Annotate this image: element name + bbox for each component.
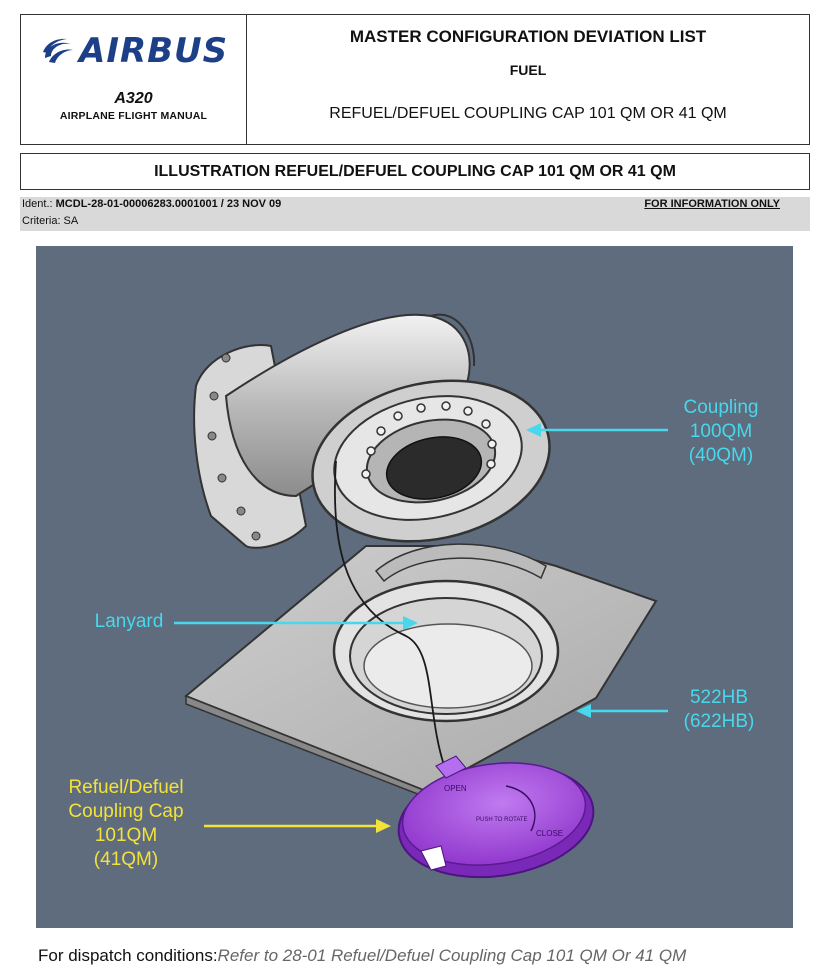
coupling-label-line-1: Coupling (683, 397, 759, 418)
cap-label-line-4: (41QM) (93, 849, 159, 870)
cap-label-line-3: 101QM (94, 825, 158, 846)
cap-label-line-1: Refuel/Defuel (68, 777, 184, 798)
ident-label: Ident.: (22, 198, 53, 210)
criteria: Criteria: SA (22, 215, 79, 227)
cap-arrow (204, 819, 391, 833)
aircraft-model: A320 (114, 90, 153, 107)
lanyard-wire (333, 460, 447, 772)
chapter-title: FUEL (509, 62, 547, 78)
logo-cell: AIRBUS A320 AIRPLANE FLIGHT MANUAL (21, 15, 247, 144)
illustration-banner: ILLUSTRATION REFUEL/DEFUEL COUPLING CAP … (20, 153, 810, 190)
access-panel-522hb (184, 543, 658, 800)
coupling-label-line-3: (40QM) (688, 445, 754, 466)
lanyard-label: Lanyard (94, 611, 164, 632)
title-cell: MASTER CONFIGURATION DEVIATION LIST FUEL… (247, 15, 809, 144)
dispatch-conditions: For dispatch conditions:Refer to 28-01 R… (38, 946, 686, 966)
information-only-notice: FOR INFORMATION ONLY (644, 198, 780, 210)
cap-label: Refuel/Defuel Coupling Cap 101QM (41QM) (46, 776, 206, 872)
coupling-label-line-2: 100QM (689, 421, 753, 442)
cap-open-text: OPEN (444, 784, 467, 793)
panel-arrow (576, 704, 668, 718)
illustration-drawing: OPEN CLOSE PUSH TO ROTATE (174, 313, 668, 879)
dispatch-reference-link[interactable]: Refer to 28-01 Refuel/Defuel Coupling Ca… (217, 946, 687, 965)
coupling-label: Coupling 100QM (40QM) (666, 396, 776, 468)
brand-name: AIRBUS (79, 31, 229, 71)
refuel-defuel-cap: OPEN CLOSE PUSH TO ROTATE (397, 755, 595, 879)
cap-close-text: CLOSE (536, 829, 563, 838)
coupling-illustration: OPEN CLOSE PUSH TO ROTATE Coupling 100QM… (36, 246, 793, 928)
cap-label-line-2: Coupling Cap (68, 801, 184, 822)
panel-label: 522HB (622HB) (664, 686, 774, 734)
panel-label-line-2: (622HB) (683, 711, 755, 732)
ident-value: MCDL-28-01-00006283.0001001 / 23 NOV 09 (55, 198, 282, 210)
dispatch-label: For dispatch conditions: (38, 946, 218, 965)
cap-push-text: PUSH TO ROTATE (476, 817, 528, 823)
lanyard-arrow (174, 616, 418, 630)
ident-bar: Ident.: MCDL-28-01-00006283.0001001 / 23… (20, 197, 810, 231)
airbus-logo: AIRBUS (41, 31, 228, 71)
coupling-arrow (526, 423, 668, 437)
panel-label-line-1: 522HB (689, 687, 749, 708)
ident-line: Ident.: MCDL-28-01-00006283.0001001 / 23… (22, 198, 281, 210)
item-title: REFUEL/DEFUEL COUPLING CAP 101 QM OR 41 … (329, 105, 727, 122)
coupling-assembly (193, 313, 551, 549)
document-title: MASTER CONFIGURATION DEVIATION LIST (349, 27, 707, 46)
airbus-swirl-icon (43, 38, 73, 63)
document-header: AIRBUS A320 AIRPLANE FLIGHT MANUAL MASTE… (20, 14, 810, 145)
manual-name: AIRPLANE FLIGHT MANUAL (59, 110, 208, 122)
